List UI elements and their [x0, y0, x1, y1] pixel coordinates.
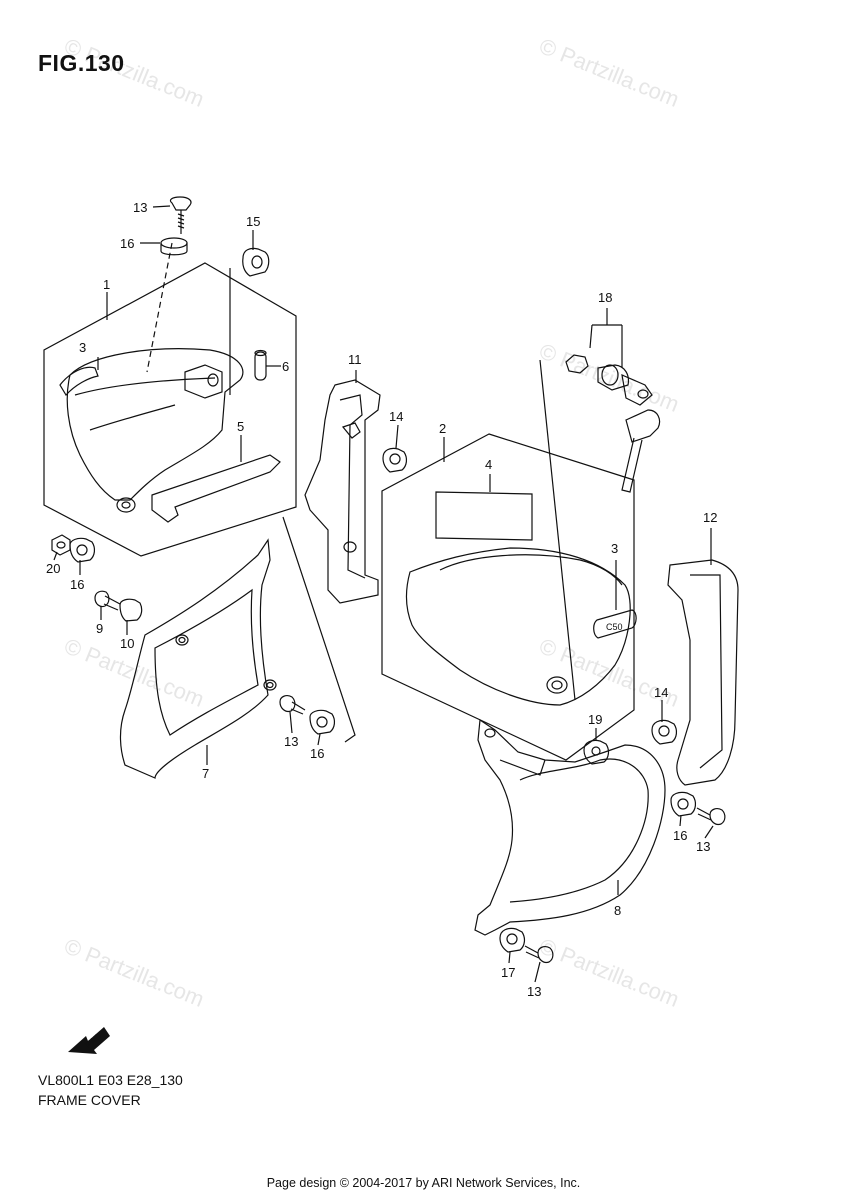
- callout-3: 3: [611, 541, 618, 556]
- part-16-grommet-mid: [309, 709, 336, 735]
- group-outline-1: [43, 262, 297, 557]
- callout-16: 16: [673, 828, 687, 843]
- callout-12: 12: [703, 510, 717, 525]
- callout-6: 6: [282, 359, 289, 374]
- part-18-nut: [565, 354, 589, 374]
- callout-14: 14: [389, 409, 403, 424]
- fwd-arrow: FWD: [68, 1027, 110, 1054]
- part-16-grommet-right: [670, 791, 697, 817]
- callout-10: 10: [120, 636, 134, 651]
- callout-16: 16: [120, 236, 134, 251]
- part-18-key: [625, 409, 661, 443]
- callout-14: 14: [654, 685, 668, 700]
- callout-4: 4: [485, 457, 492, 472]
- callout-13: 13: [527, 984, 541, 999]
- part-13-screw-right: [709, 808, 726, 826]
- svg-text:C50: C50: [606, 622, 623, 632]
- part-5-strip: [151, 454, 281, 523]
- part-19-grommet: [583, 739, 610, 765]
- part-4-label: [435, 491, 533, 541]
- callout-11: 11: [348, 352, 362, 367]
- callout-1: 1: [103, 277, 110, 292]
- callout-16: 16: [70, 577, 84, 592]
- part-17-grommet: [499, 927, 526, 953]
- part-12-strip: [667, 559, 739, 786]
- part-14-grommet-mid: [382, 447, 408, 473]
- part-15-grommet: [242, 247, 270, 277]
- callout-19: 19: [588, 712, 602, 727]
- group-outline-2: [381, 433, 635, 761]
- callout-3: 3: [79, 340, 86, 355]
- figure-title: FIG.130: [38, 50, 125, 76]
- callout-2: 2: [439, 421, 446, 436]
- part-18-lock-cylinder: [597, 364, 630, 391]
- callout-7: 7: [202, 766, 209, 781]
- callout-13: 13: [133, 200, 147, 215]
- part-16-grommet-left: [69, 537, 96, 563]
- callout-13: 13: [284, 734, 298, 749]
- part-callouts: 13 16 15 1 3 6 5 20 16 9 10 7 13 16 11 1…: [46, 200, 717, 999]
- part-1-cover: [66, 348, 244, 501]
- part-3-emblem-left: [59, 366, 99, 397]
- part-9-bolt: [94, 590, 110, 608]
- part-13-screw-bottom: [537, 946, 554, 964]
- model-code: VL800L1 E03 E28_130: [38, 1072, 183, 1088]
- part-3-emblem-right: [593, 609, 637, 639]
- part-14-grommet-right: [651, 719, 678, 745]
- callout-16: 16: [310, 746, 324, 761]
- part-20-nut: [51, 534, 71, 556]
- callout-17: 17: [501, 965, 515, 980]
- part-8-cover: [474, 718, 666, 936]
- part-16-grommet-top: [160, 237, 188, 249]
- section-name: FRAME COVER: [38, 1092, 141, 1108]
- part-6-pin: [254, 351, 267, 381]
- part-7-cover: [119, 538, 271, 779]
- callout-5: 5: [237, 419, 244, 434]
- callout-8: 8: [614, 903, 621, 918]
- callout-13: 13: [696, 839, 710, 854]
- part-13-screw-top: [169, 196, 192, 211]
- callout-20: 20: [46, 561, 60, 576]
- copyright-notice: Page design © 2004-2017 by ARI Network S…: [266, 1176, 581, 1190]
- callout-18: 18: [598, 290, 612, 305]
- part-11-bracket: [304, 379, 381, 604]
- part-2-cover: [405, 547, 631, 706]
- callout-9: 9: [96, 621, 103, 636]
- callout-15: 15: [246, 214, 260, 229]
- part-10-washer: [119, 598, 143, 622]
